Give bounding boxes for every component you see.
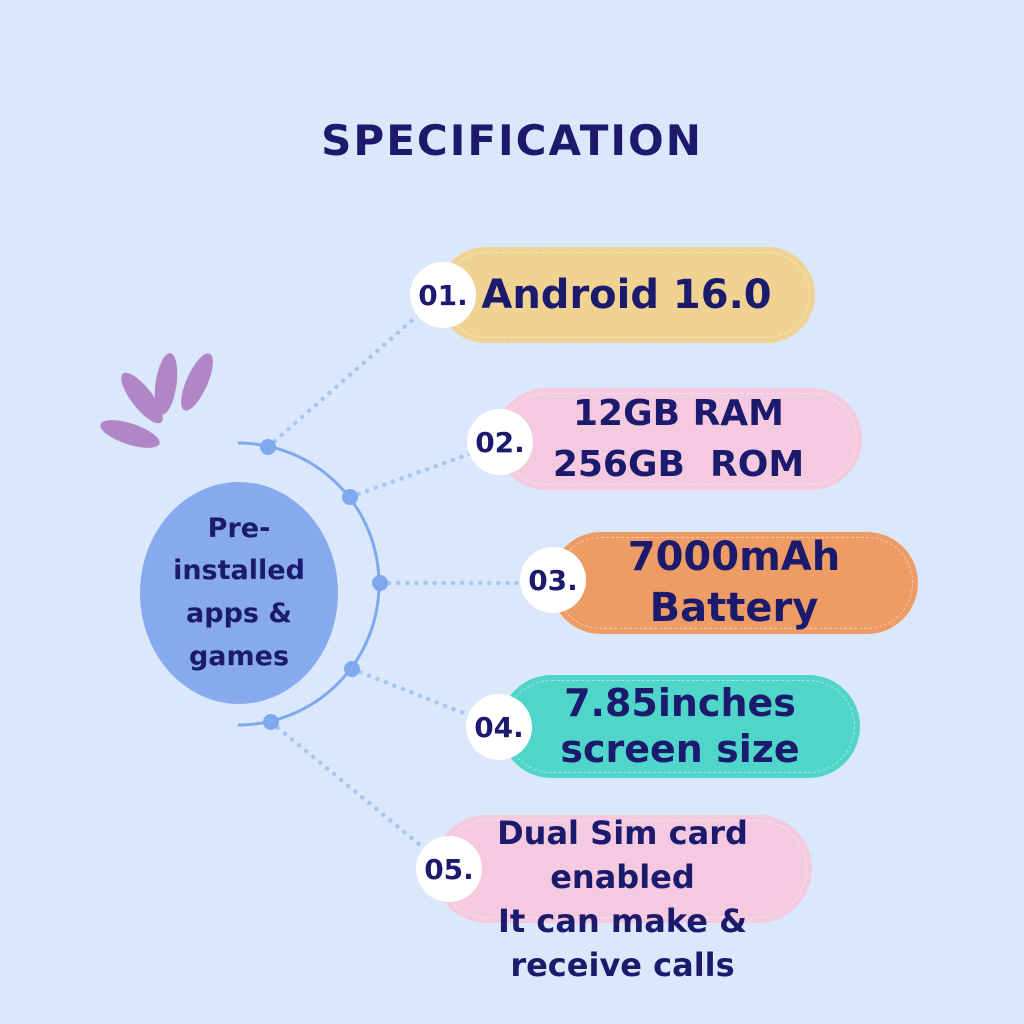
petal-decoration-group — [100, 353, 213, 448]
spec-item-1-os: 01. Android 16.0 — [410, 247, 815, 343]
item-2-number-label: 02. — [475, 425, 525, 459]
item-1-number-badge: 01. — [410, 262, 476, 328]
page-title: SPECIFICATION — [321, 116, 703, 165]
item-3-label: 7000mAh Battery — [627, 534, 841, 631]
petal-icon — [100, 420, 160, 448]
item-5-number-badge: 05. — [416, 836, 482, 902]
petal-icon — [181, 353, 213, 411]
item-2-number-badge: 02. — [467, 409, 533, 475]
connector-line-2 — [347, 440, 503, 500]
item-3-number-badge: 03. — [520, 547, 586, 613]
item-5-label: Dual Sim card enabled It can make & rece… — [497, 814, 748, 985]
connector-lines — [265, 290, 553, 872]
center-topic-circle: Pre- installed apps & games — [140, 482, 338, 704]
arc-node-3 — [372, 575, 388, 591]
item-4-number-label: 04. — [474, 710, 524, 744]
item-2-label: 12GB RAM 256GB ROM — [552, 392, 805, 485]
arc-node-1 — [260, 439, 276, 455]
item-3-number-label: 03. — [528, 563, 578, 597]
item-4-label: 7.85inches screen size — [560, 680, 800, 771]
connector-line-1 — [265, 290, 446, 450]
item-1-label: Android 16.0 — [481, 272, 772, 318]
spec-item-5-sim: 05. Dual Sim card enabled It can make & … — [416, 814, 812, 984]
arc-nodes — [260, 439, 388, 730]
item-5-number-label: 05. — [424, 852, 474, 886]
arc-node-4 — [344, 661, 360, 677]
center-topic-label: Pre- installed apps & games — [173, 512, 305, 672]
connector-line-5 — [268, 719, 452, 872]
petal-icon — [154, 353, 178, 415]
spec-item-2-memory: 02. 12GB RAM 256GB ROM — [467, 388, 862, 490]
petal-icon — [121, 372, 163, 424]
spec-item-4-screen: 04. 7.85inches screen size — [466, 675, 860, 778]
spec-item-3-battery: 03. 7000mAh Battery — [520, 532, 918, 634]
item-1-number-label: 01. — [418, 278, 468, 312]
arc-node-5 — [263, 714, 279, 730]
connector-line-4 — [349, 666, 502, 730]
item-4-number-badge: 04. — [466, 694, 532, 760]
arc-node-2 — [342, 489, 358, 505]
